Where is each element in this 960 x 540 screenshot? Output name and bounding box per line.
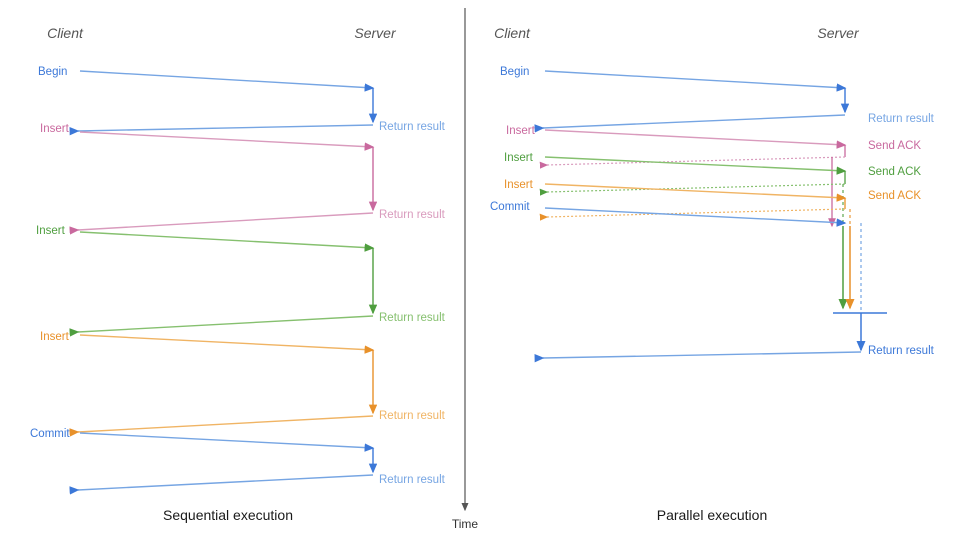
- sequential-client-lane-label: Client: [47, 25, 84, 41]
- seq-reply-label-1: Return result: [379, 209, 446, 221]
- seq-message-label-insert-3: Insert: [40, 331, 70, 343]
- seq-reply-label-2: Return result: [379, 312, 446, 324]
- seq-request-insert-1: [79, 131, 375, 151]
- seq-message-label-commit-4: Commit: [30, 428, 70, 440]
- seq-reply-label-4: Return result: [379, 474, 446, 486]
- sequential-server-lane-label: Server: [354, 25, 397, 41]
- parallel-caption: Parallel execution: [657, 507, 768, 523]
- par-request-insert-2: [544, 156, 847, 175]
- par-ack-label-3: Send ACK: [868, 190, 921, 202]
- seq-message-label-begin-0: Begin: [38, 66, 67, 78]
- par-final-reply: [534, 351, 862, 363]
- par-message-label-insert-2: Insert: [504, 152, 534, 164]
- seq-reply-label-3: Return result: [379, 410, 446, 422]
- par-message-label-insert-3: Insert: [504, 179, 534, 191]
- seq-message-label-insert-1: Insert: [40, 123, 70, 135]
- par-reply-label-0: Return result: [868, 113, 935, 125]
- parallel-server-lane-label: Server: [817, 25, 860, 41]
- par-request-insert-3: [544, 183, 847, 202]
- lane-headers: Client Server Client Server: [47, 25, 860, 41]
- seq-request-commit-4: [79, 432, 375, 452]
- parallel-client-lane-label: Client: [494, 25, 531, 41]
- par-request-begin-0: [544, 70, 847, 92]
- par-message-label-insert-1: Insert: [506, 125, 536, 137]
- seq-message-label-insert-2: Insert: [36, 225, 66, 237]
- par-reply-0: [534, 114, 846, 133]
- seq-reply-label-0: Return result: [379, 121, 446, 133]
- par-ack-2: [539, 183, 846, 196]
- seq-request-insert-2: [79, 231, 375, 252]
- seq-reply-0: [69, 124, 374, 136]
- seq-reply-2: [69, 315, 374, 337]
- par-final-reply-label: Return result: [868, 345, 935, 357]
- sequential-caption: Sequential execution: [163, 507, 293, 523]
- seq-reply-1: [69, 212, 374, 235]
- panel-captions: Sequential execution Parallel execution: [163, 507, 767, 523]
- seq-reply-3: [69, 415, 374, 437]
- par-message-label-commit-4: Commit: [490, 201, 530, 213]
- seq-request-insert-3: [79, 334, 375, 354]
- par-ack-label-2: Send ACK: [868, 166, 921, 178]
- message-arrow-layer: [69, 70, 887, 495]
- par-ack-1: [539, 156, 846, 169]
- seq-request-begin-0: [79, 70, 375, 92]
- par-ack-3: [539, 208, 846, 221]
- par-ack-label-1: Send ACK: [868, 140, 921, 152]
- time-axis: Time: [452, 8, 479, 531]
- par-message-label-begin-0: Begin: [500, 66, 529, 78]
- par-request-insert-1: [544, 129, 847, 149]
- time-axis-label: Time: [452, 517, 479, 531]
- par-request-commit-4: [544, 207, 847, 227]
- seq-reply-4: [69, 474, 374, 495]
